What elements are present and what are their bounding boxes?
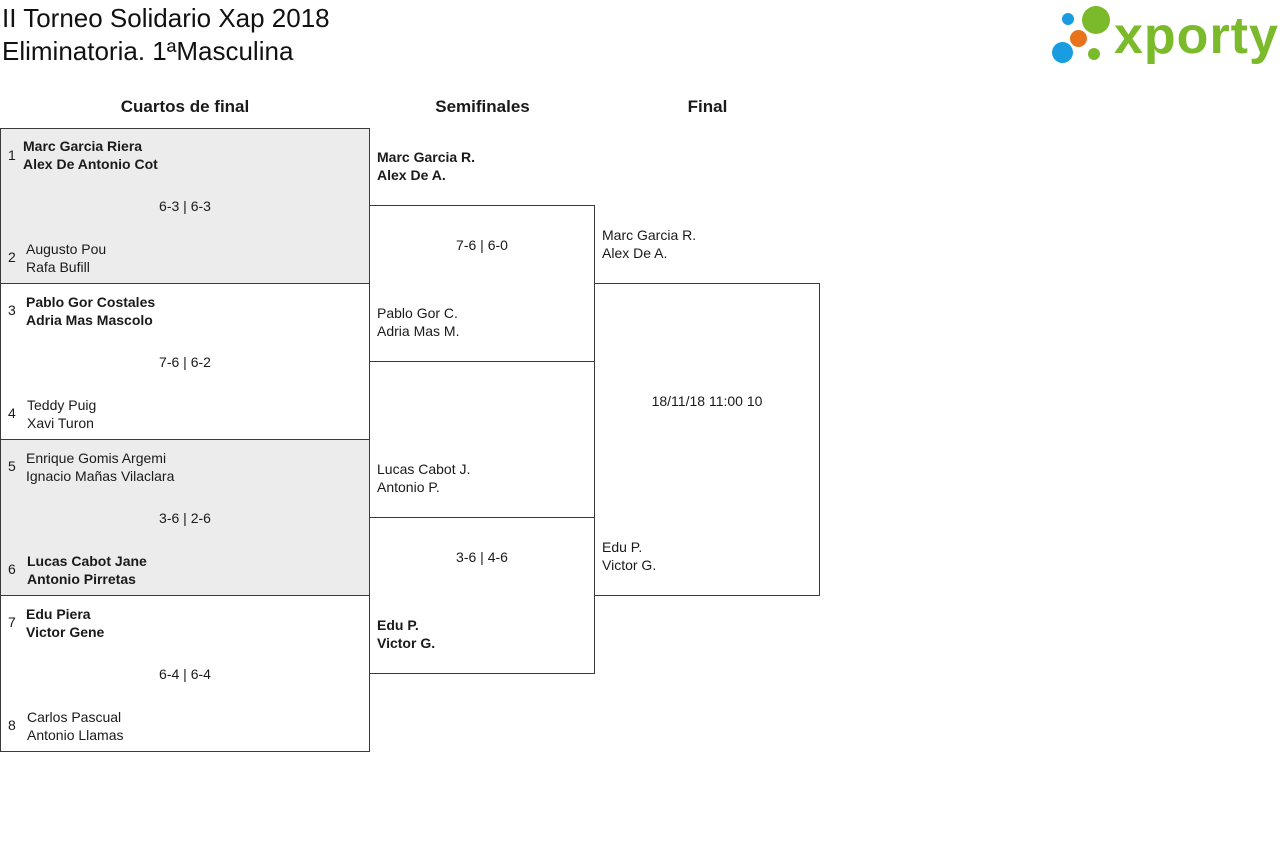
seed-number: 1: [8, 147, 16, 163]
player-name: Adria Mas M.: [377, 323, 460, 339]
seed-number: 7: [8, 614, 16, 630]
player-name: Antonio Pirretas: [27, 571, 136, 587]
quarterfinal-match-3[interactable]: 5 Enrique Gomis Argemi Ignacio Mañas Vil…: [0, 439, 370, 596]
player-name: Augusto Pou: [26, 241, 107, 257]
logo-wordmark: xporty: [1114, 7, 1279, 65]
player-name: Pablo Gor C.: [377, 305, 458, 321]
player-name: Carlos Pascual: [27, 709, 122, 725]
logo-dot-blue-top: [1062, 13, 1074, 25]
player-name: Teddy Puig: [27, 397, 97, 413]
player-name: Lucas Cabot J.: [377, 461, 471, 477]
logo-dot-blue-bottom: [1052, 42, 1073, 63]
player-name: Marc Garcia R.: [377, 149, 476, 165]
final-top-team: Marc Garcia R. Alex De A.: [602, 226, 696, 262]
seed-number: 5: [8, 458, 16, 474]
logo-dot-green-small: [1088, 48, 1100, 60]
player-name: Marc Garcia R.: [602, 227, 697, 243]
player-name: Victor G.: [602, 557, 657, 573]
team-entry: Edu P. Victor G.: [377, 616, 435, 652]
player-name: Edu P.: [602, 539, 643, 555]
team-entry: Edu P. Victor G.: [602, 538, 656, 574]
seed-number: 6: [8, 561, 16, 577]
round-header-semifinals: Semifinales: [435, 97, 530, 116]
logo-dot-green: [1082, 6, 1110, 34]
player-name: Marc Garcia Riera: [23, 138, 143, 154]
team-entry: Pablo Gor Costales Adria Mas Mascolo: [26, 293, 155, 329]
team-entry: Enrique Gomis Argemi Ignacio Mañas Vilac…: [26, 449, 174, 485]
match-schedule: 18/11/18 11:00 10: [651, 393, 763, 409]
match-score: 6-4 | 6-4: [159, 666, 211, 682]
player-name: Antonio P.: [377, 479, 440, 495]
match-score: 7-6 | 6-0: [456, 237, 508, 253]
team-entry: Augusto Pou Rafa Bufill: [26, 240, 106, 276]
team-entry: Marc Garcia Riera Alex De Antonio Cot: [23, 137, 158, 173]
semifinal-match-2[interactable]: 3-6 | 4-6 Edu P. Victor G.: [369, 517, 595, 674]
player-name: Lucas Cabot Jane: [27, 553, 147, 569]
player-name: Alex De A.: [602, 245, 668, 261]
tournament-title: II Torneo Solidario Xap 2018 Eliminatori…: [2, 2, 330, 68]
player-name: Alex De Antonio Cot: [23, 156, 158, 172]
player-name: Adria Mas Mascolo: [26, 312, 153, 328]
match-score: 6-3 | 6-3: [159, 198, 211, 214]
match-score: 7-6 | 6-2: [159, 354, 211, 370]
player-name: Antonio Llamas: [27, 727, 124, 743]
team-entry: Teddy Puig Xavi Turon: [27, 396, 96, 432]
quarterfinal-match-4[interactable]: 7 Edu Piera Victor Gene 6-4 | 6-4 8 Carl…: [0, 595, 370, 752]
player-name: Alex De A.: [377, 167, 446, 183]
team-entry: Carlos Pascual Antonio Llamas: [27, 708, 124, 744]
player-name: Victor G.: [377, 635, 436, 651]
seed-number: 3: [8, 302, 16, 318]
seed-number: 2: [8, 249, 16, 265]
player-name: Xavi Turon: [27, 415, 94, 431]
xporty-logo: xporty: [1050, 4, 1279, 68]
team-entry: Lucas Cabot Jane Antonio Pirretas: [27, 552, 147, 588]
seed-number: 8: [8, 717, 16, 733]
player-name: Rafa Bufill: [26, 259, 90, 275]
player-name: Edu Piera: [26, 606, 91, 622]
match-score: 3-6 | 4-6: [456, 549, 508, 565]
round-header-final: Final: [687, 97, 728, 116]
quarterfinal-match-1[interactable]: 1 Marc Garcia Riera Alex De Antonio Cot …: [0, 128, 370, 284]
team-entry: Edu Piera Victor Gene: [26, 605, 104, 641]
semifinal-1-top-team: Marc Garcia R. Alex De A.: [377, 148, 475, 184]
quarterfinal-match-2[interactable]: 3 Pablo Gor Costales Adria Mas Mascolo 7…: [0, 283, 370, 440]
semifinal-match-1[interactable]: 7-6 | 6-0 Pablo Gor C. Adria Mas M.: [369, 205, 595, 362]
final-match[interactable]: 18/11/18 11:00 10 Edu P. Victor G.: [594, 283, 820, 596]
round-header-quarterfinals: Cuartos de final: [120, 97, 250, 116]
player-name: Enrique Gomis Argemi: [26, 450, 167, 466]
match-score: 3-6 | 2-6: [159, 510, 211, 526]
tournament-name: II Torneo Solidario Xap 2018: [2, 3, 330, 33]
player-name: Edu P.: [377, 617, 419, 633]
player-name: Victor Gene: [26, 624, 105, 640]
player-name: Ignacio Mañas Vilaclara: [26, 468, 175, 484]
logo-dot-orange: [1070, 30, 1087, 47]
draw-name: Eliminatoria. 1ªMasculina: [2, 36, 294, 66]
player-name: Pablo Gor Costales: [26, 294, 156, 310]
semifinal-2-top-team: Lucas Cabot J. Antonio P.: [377, 460, 470, 496]
seed-number: 4: [8, 405, 16, 421]
team-entry: Pablo Gor C. Adria Mas M.: [377, 304, 459, 340]
